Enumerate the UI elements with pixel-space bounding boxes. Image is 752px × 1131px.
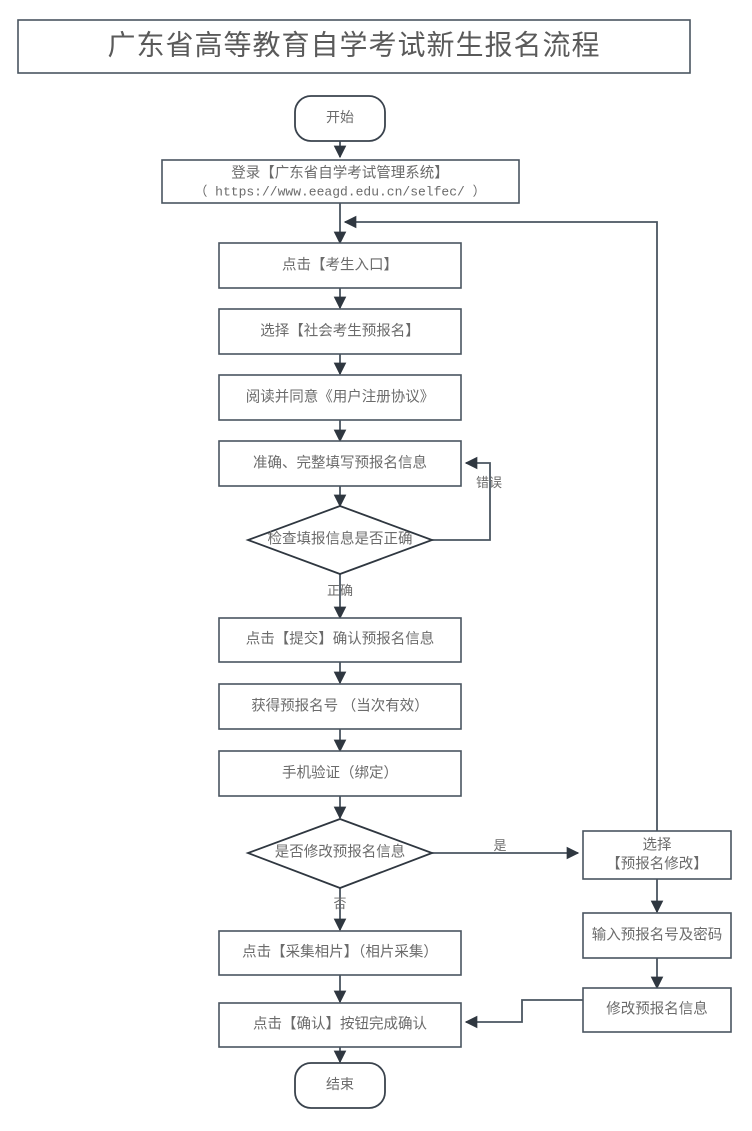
login-shape <box>161 159 520 204</box>
node-do-modify[interactable]: 修改预报名信息 <box>582 987 732 1033</box>
input-credentials-shape <box>582 912 732 959</box>
login-label-line2: （ https://www.eeagd.edu.cn/selfec/ ） <box>194 184 485 199</box>
confirm-button-shape <box>218 1002 462 1048</box>
connector-check-error-loop <box>432 456 491 541</box>
agreement-shape <box>218 374 462 421</box>
modify-decision-shape <box>245 818 435 889</box>
submit-label: 点击【提交】确认预报名信息 <box>246 629 435 647</box>
collect-photo-shape <box>218 930 462 976</box>
edge-label-yes: 是 <box>493 838 506 853</box>
connector-modify-loop-return <box>343 215 658 836</box>
end-label: 结束 <box>326 1077 354 1093</box>
do-modify-label: 修改预报名信息 <box>606 1000 708 1017</box>
node-phone-verify[interactable]: 手机验证（绑定） <box>218 750 462 797</box>
input-credentials-label: 输入预报名号及密码 <box>592 926 723 943</box>
select-modify-shape <box>582 830 732 880</box>
node-end[interactable]: 结束 <box>294 1062 386 1109</box>
node-start[interactable]: 开始 <box>294 95 386 142</box>
start-label: 开始 <box>326 110 354 126</box>
node-check-info[interactable]: 检查填报信息是否正确 <box>245 505 435 575</box>
node-collect-photo[interactable]: 点击【采集相片】（相片采集） <box>218 930 462 976</box>
start-shape <box>294 95 386 142</box>
title-label: 广东省高等教育自学考试新生报名流程 <box>107 29 600 61</box>
node-modify-decision[interactable]: 是否修改预报名信息 <box>245 818 435 889</box>
agreement-label: 阅读并同意《用户注册协议》 <box>246 387 435 405</box>
collect-photo-label: 点击【采集相片】（相片采集） <box>242 943 438 960</box>
node-select-modify[interactable]: 选择 【预报名修改】 <box>582 830 732 880</box>
edge-label-no: 否 <box>333 896 346 911</box>
edge-label-correct: 正确 <box>327 583 353 598</box>
candidate-entry-label: 点击【考生入口】 <box>282 256 398 273</box>
phone-verify-label: 手机验证（绑定） <box>282 764 398 781</box>
candidate-entry-shape <box>218 242 462 289</box>
select-modify-label-line2: 【预报名修改】 <box>606 855 708 872</box>
edge-label-error: 错误 <box>476 475 502 490</box>
title-frame <box>17 19 691 74</box>
node-submit[interactable]: 点击【提交】确认预报名信息 <box>218 617 462 663</box>
end-shape <box>294 1062 386 1109</box>
check-info-shape <box>245 505 435 575</box>
node-confirm-button[interactable]: 点击【确认】按钮完成确认 <box>218 1002 462 1048</box>
node-candidate-entry[interactable]: 点击【考生入口】 <box>218 242 462 289</box>
do-modify-shape <box>582 987 732 1033</box>
login-label-line1: 登录【广东省自学考试管理系统】 <box>231 164 449 181</box>
phone-verify-shape <box>218 750 462 797</box>
social-pre-reg-label: 选择【社会考生预报名】 <box>260 322 420 339</box>
page-title: 广东省高等教育自学考试新生报名流程 <box>17 19 691 74</box>
node-login[interactable]: 登录【广东省自学考试管理系统】 （ https://www.eeagd.edu.… <box>161 159 520 204</box>
node-get-number[interactable]: 获得预报名号 （当次有效） <box>218 683 462 730</box>
node-agreement[interactable]: 阅读并同意《用户注册协议》 <box>218 374 462 421</box>
select-modify-label-line1: 选择 <box>643 836 672 853</box>
fill-info-label: 准确、完整填写预报名信息 <box>253 454 427 471</box>
check-info-label: 检查填报信息是否正确 <box>268 530 413 547</box>
node-social-pre-reg[interactable]: 选择【社会考生预报名】 <box>218 308 462 355</box>
submit-shape <box>218 617 462 663</box>
node-fill-info[interactable]: 准确、完整填写预报名信息 <box>218 440 462 487</box>
get-number-label: 获得预报名号 （当次有效） <box>251 697 429 714</box>
connector-domodify-to-confirm <box>464 999 583 1029</box>
get-number-shape <box>218 683 462 730</box>
confirm-button-label: 点击【确认】按钮完成确认 <box>253 1015 427 1032</box>
fill-info-shape <box>218 440 462 487</box>
social-pre-reg-shape <box>218 308 462 355</box>
node-input-credentials[interactable]: 输入预报名号及密码 <box>582 912 732 959</box>
modify-decision-label: 是否修改预报名信息 <box>275 843 406 860</box>
